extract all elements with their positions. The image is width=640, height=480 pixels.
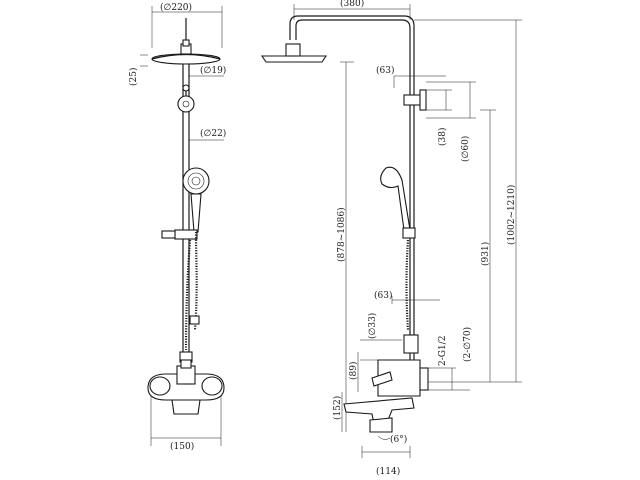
top-small-label: (25) [128,68,139,86]
front-view: (∅220) (25) (∅19) (∅22) [128,2,226,452]
height-1002-1210-label: (1002~1210) [506,185,517,245]
inlet-flange-label: (2-∅70) [462,327,473,362]
bracket-height-label: (38) [437,128,448,146]
pipe-dia-top-label: (∅19) [200,65,226,76]
thread-label: 2-G1/2 [438,336,448,366]
bracket-dia-label: (∅60) [460,136,471,162]
spout-length-label: (114) [376,466,400,477]
pipe-dia-bottom-label: (∅22) [200,128,226,139]
mixer-89-label: (89) [348,362,359,380]
lower-offset-label: (63) [374,290,392,301]
head-diameter-label: (∅220) [160,2,192,13]
inlet-dia-label: (∅33) [367,313,378,339]
height-878-1086-label: (878~1086) [336,207,347,262]
arm-length-label: (380) [340,0,364,9]
spout-angle-label: (6°) [390,434,407,445]
side-view: (380) (63) (38) (∅60) (878~1086) [260,0,522,477]
mixer-width-label: (150) [170,441,194,452]
mixer-152-label: (152) [332,396,343,420]
height-931-label: (931) [480,242,491,266]
bracket-offset-label: (63) [376,65,394,76]
